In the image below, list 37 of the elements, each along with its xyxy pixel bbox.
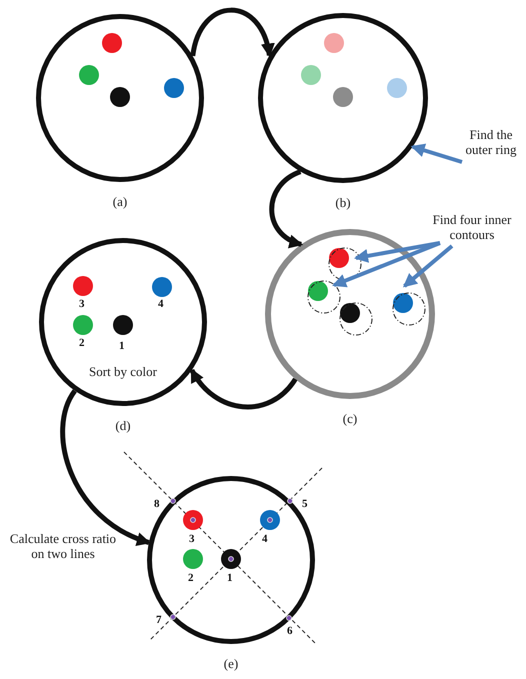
curved-arrow [190,8,274,58]
note-text: Calculate cross ratio on two lines [8,531,118,561]
ring-circle [36,14,204,182]
contour-circle [307,280,341,314]
point-number: 4 [158,298,164,310]
leader-arrow [354,241,440,263]
panel-label: (c) [342,411,358,426]
caption-text: Sort by color [88,364,158,380]
leader-arrow [332,241,441,288]
ring-circle [39,238,207,406]
callout-text: Find four inner contours [426,212,518,242]
point-number: 8 [154,498,160,510]
point-number: 3 [79,298,84,310]
panel-label: (a) [112,194,128,209]
contour-circle [339,302,373,336]
panel-label: (d) [114,418,132,433]
contour-circle [328,247,362,281]
point-number: 2 [188,572,194,584]
curved-arrow [190,368,298,410]
ring-circle [258,13,428,183]
curved-arrow [60,390,151,545]
point-number: 2 [79,337,84,349]
point-number: 6 [287,625,292,637]
callout-text: Find the outer ring [456,127,526,157]
leader-arrow [410,144,463,164]
point-number: 4 [262,533,268,545]
point-number: 1 [227,572,232,584]
curved-arrow [269,169,304,248]
point-number: 1 [119,340,124,352]
panel-label: (e) [222,656,240,671]
contour-circle [392,292,426,326]
leader-arrow [402,244,454,288]
panel-label: (b) [334,195,352,210]
point-number: 7 [156,614,162,626]
ring-circle [265,229,435,399]
point-number: 3 [189,533,194,545]
point-number: 5 [302,498,308,510]
